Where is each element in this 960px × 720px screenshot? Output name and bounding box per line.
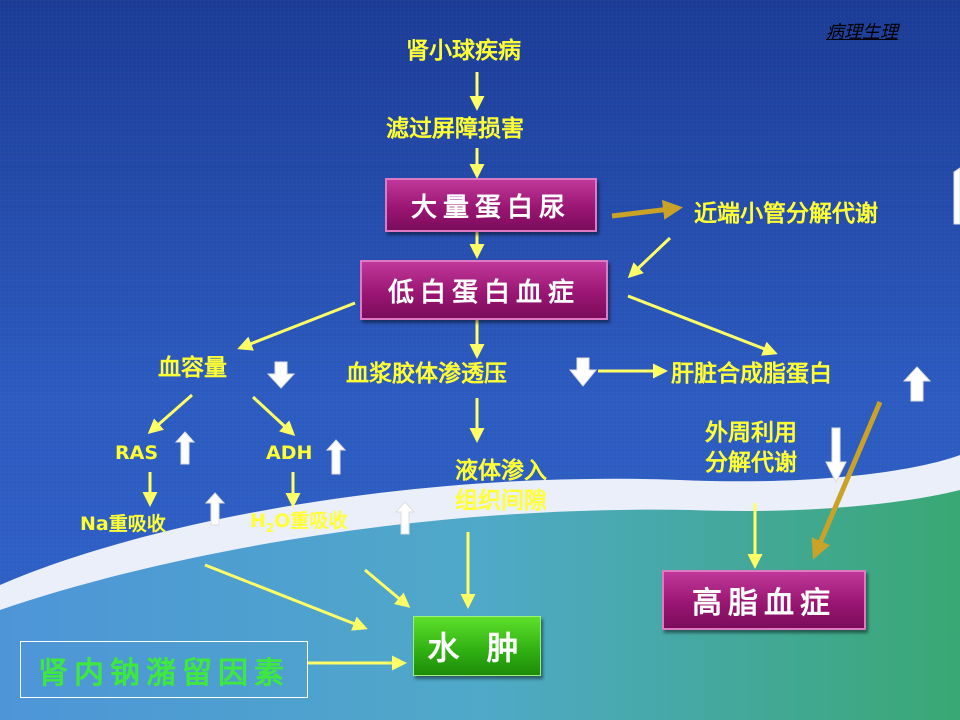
peripheral-line1: 外周利用 [705, 420, 797, 446]
edema-label: 水 肿 [427, 629, 527, 667]
arrow-hypo-to-blood-volume [237, 301, 356, 351]
liver-up-arrow [902, 366, 932, 402]
node-blood-volume: 血容量 [158, 355, 227, 381]
node-na-reabsorption: Na重吸收 [80, 513, 166, 535]
arrow-h2o-to-edema [364, 568, 411, 608]
hypoalbuminemia-label: 低白蛋白血症 [387, 277, 580, 308]
retention-label: 肾内钠潴留因素 [38, 655, 290, 691]
node-h2o-reabsorption: H2O重吸收 [250, 512, 347, 534]
h2o-prefix: H [250, 510, 266, 532]
fluid-line1: 液体渗入 [455, 458, 547, 484]
adh-up-arrow [325, 439, 347, 475]
node-fluid-into-tissue: 液体渗入 组织间隙 [436, 456, 566, 516]
colloid-down-arrow [568, 357, 598, 387]
tubule-up-arrow-partial [953, 167, 960, 225]
node-renal-sodium-retention: 肾内钠潴留因素 [20, 641, 308, 698]
node-liver-lipoprotein-synthesis: 肝脏合成脂蛋白 [671, 361, 832, 387]
na-up-arrow [204, 492, 226, 526]
massive-proteinuria-label: 大量蛋白尿 [410, 192, 571, 223]
fluid-line2: 组织间隙 [455, 488, 547, 514]
peripheral-line2: 分解代谢 [705, 450, 797, 476]
arrow-liver-to-hyperlipidemia [811, 401, 883, 560]
arrow-proteinuria-to-tubule [611, 199, 683, 220]
h2o-up-arrow [394, 501, 416, 535]
peripheral-down-arrow [825, 427, 847, 484]
hyperlipidemia-label: 高脂血症 [692, 586, 836, 621]
arrow-hypo-to-liver [627, 294, 778, 356]
arrow-volume-to-adh [251, 395, 296, 437]
arrow-na-to-edema [204, 563, 368, 631]
node-adh: ADH [266, 442, 313, 464]
h2o-subscript: 2 [265, 520, 275, 535]
node-plasma-colloid-osmotic-pressure: 血浆胶体渗透压 [346, 361, 507, 387]
h2o-suffix: O重吸收 [274, 510, 348, 532]
node-peripheral-utilization: 外周利用 分解代谢 [686, 418, 816, 478]
node-glomerular-disease: 肾小球疾病 [406, 38, 521, 64]
node-ras: RAS [115, 442, 159, 464]
node-hypoalbuminemia: 低白蛋白血症 [360, 260, 608, 320]
node-massive-proteinuria: 大量蛋白尿 [385, 178, 597, 232]
node-proximal-tubule-catabolism: 近端小管分解代谢 [694, 201, 878, 227]
ras-up-arrow [174, 431, 196, 465]
node-hyperlipidemia: 高脂血症 [662, 570, 866, 630]
blood-volume-down-arrow [266, 361, 296, 389]
node-filtration-barrier-damage: 滤过屏障损害 [386, 116, 524, 142]
arrow-volume-to-ras [147, 393, 193, 434]
arrow-tubule-to-hypoalbuminemia [627, 236, 672, 279]
node-edema: 水 肿 [413, 616, 541, 676]
course-label: 病理生理 [826, 22, 898, 43]
